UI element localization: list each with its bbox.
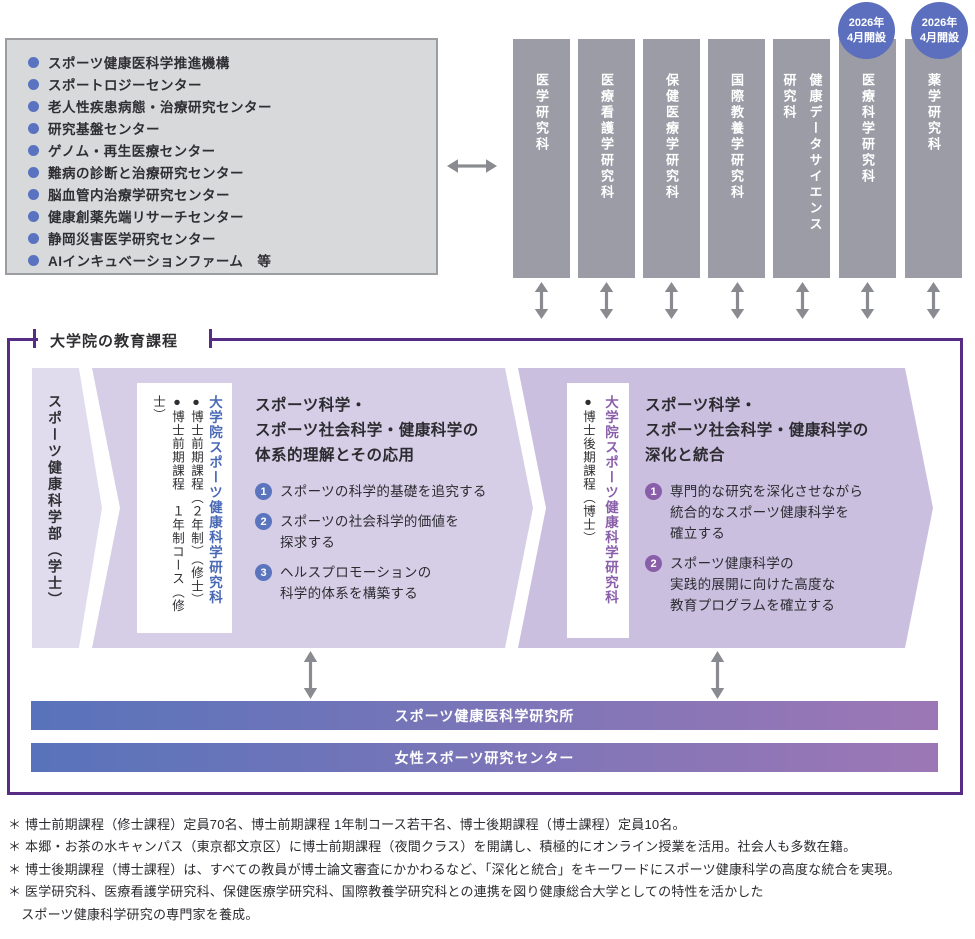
grad-school-label: 薬学研究科 [926, 73, 941, 153]
center-name: スポーツ健康医科学推進機構 [48, 56, 230, 71]
institute-bar: スポーツ健康医科学研究所 [31, 701, 938, 730]
double-arrow-vertical-icon [534, 282, 549, 319]
goal-text: スポーツ健康科学の 実践的展開に向けた高度な 教育プログラムを確立する [670, 556, 836, 613]
grad-school-column: 薬学研究科 [905, 39, 962, 278]
number-badge: 2 [645, 555, 662, 572]
goal-item: 3 ヘルスプロモーションの 科学的体系を構築する [255, 562, 521, 604]
goal-text: ヘルスプロモーションの 科学的体系を構築する [280, 565, 432, 601]
doctoral-program: ●博士後期課程（博士） [581, 395, 595, 545]
grad-school-column: 医学研究科 [513, 39, 570, 278]
bullet-icon [28, 232, 39, 244]
masters-program: ●博士前期課程 １年制コース（修士） [151, 395, 184, 613]
list-item: ゲノム・再生医療センター [28, 139, 436, 161]
goal-text: スポーツの社会科学的価値を 探求する [280, 514, 460, 550]
center-name: 静岡災害医学研究センター [48, 232, 216, 247]
doctoral-description: スポーツ科学・ スポーツ社会科学・健康科学の 深化と統合 1 専門的な研究を深化さ… [645, 393, 921, 625]
double-arrow-vertical-icon [303, 651, 318, 699]
double-arrow-horizontal-icon [447, 157, 497, 175]
double-arrow-vertical-icon [795, 282, 810, 319]
grad-school-label: 健康データサイエンス研究科 [781, 73, 823, 233]
grad-school-label: 医療看護学研究科 [599, 73, 614, 201]
women-sports-center-bar: 女性スポーツ研究センター [31, 743, 938, 772]
center-name: ゲノム・再生医療センター [48, 144, 216, 159]
center-name: 健康創薬先端リサーチセンター [48, 210, 244, 225]
title-tick [33, 329, 36, 348]
graduate-curriculum-frame [7, 338, 963, 795]
grad-school-label: 医学研究科 [534, 73, 549, 153]
goal-text: スポーツの科学的基礎を追究する [280, 484, 487, 499]
doctoral-school-name: 大学院スポーツ健康科学研究科 [603, 395, 618, 605]
number-badge: 1 [645, 483, 662, 500]
masters-school-box: 大学院スポーツ健康科学研究科 ●博士前期課程（２年制）（修士） ●博士前期課程 … [137, 383, 232, 633]
footnote-line: ＊ 博士前期課程（修士課程）定員70名、博士前期課程 1年制コース若干名、博士後… [8, 817, 686, 832]
goal-item: 1 専門的な研究を深化させながら 統合的なスポーツ健康科学を 確立する [645, 481, 921, 544]
grad-school-column: 医療看護学研究科 [578, 39, 635, 278]
footnote-line: ＊ 医学研究科、医療看護学研究科、保健医療学研究科、国際教養学研究科との連携を図… [8, 884, 764, 900]
opening-badge: 2026年 4月開設 [838, 2, 895, 59]
goal-item: 2 スポーツの社会科学的価値を 探求する [255, 511, 521, 553]
opening-badge: 2026年 4月開設 [911, 2, 968, 59]
grad-school-column: 健康データサイエンス研究科 [773, 39, 830, 278]
bullet-icon [28, 210, 39, 222]
bullet-icon [28, 56, 39, 68]
masters-description: スポーツ科学・ スポーツ社会科学・健康科学の 体系的理解とその応用 1 スポーツの… [255, 393, 521, 613]
research-centers-box: スポーツ健康医科学推進機構 スポートロジーセンター 老人性疾患病態・治療研究セン… [5, 38, 438, 275]
bullet-icon [28, 188, 39, 200]
double-arrow-vertical-icon [599, 282, 614, 319]
bullet-icon [28, 254, 39, 266]
undergrad-label: スポーツ健康科学部（学士） [47, 394, 63, 609]
list-item: スポーツ健康医科学推進機構 [28, 51, 436, 73]
goal-item: 2 スポーツ健康科学の 実践的展開に向けた高度な 教育プログラムを確立する [645, 553, 921, 616]
list-item: 健康創薬先端リサーチセンター [28, 205, 436, 227]
footnote-line: ＊ 博士後期課程（博士課程）は、すべての教員が博士論文審査にかかわるなど、「深化… [8, 861, 901, 877]
number-badge: 3 [255, 564, 272, 581]
grad-school-label: 医療科学研究科 [860, 73, 875, 185]
number-badge: 1 [255, 483, 272, 500]
double-arrow-vertical-icon [730, 282, 745, 319]
footnote-line: スポーツ健康科学研究の専門家を養成。 [8, 906, 259, 922]
frame-title: 大学院の教育課程 [50, 333, 179, 350]
masters-heading: スポーツ科学・ スポーツ社会科学・健康科学の 体系的理解とその応用 [255, 397, 479, 464]
bullet-icon [28, 144, 39, 156]
center-name: AIインキュベーションファーム 等 [48, 254, 272, 269]
bullet-icon [28, 166, 39, 178]
list-item: 研究基盤センター [28, 117, 436, 139]
number-badge: 2 [255, 513, 272, 530]
list-item: AIインキュベーションファーム 等 [28, 249, 436, 271]
list-item: 難病の診断と治療研究センター [28, 161, 436, 183]
double-arrow-vertical-icon [926, 282, 941, 319]
double-arrow-vertical-icon [664, 282, 679, 319]
center-name: スポートロジーセンター [48, 78, 202, 93]
doctoral-heading: スポーツ科学・ スポーツ社会科学・健康科学の 深化と統合 [645, 397, 869, 464]
grad-school-column: 国際教養学研究科 [708, 39, 765, 278]
goal-text: 専門的な研究を深化させながら 統合的なスポーツ健康科学を 確立する [670, 484, 864, 541]
masters-school-name: 大学院スポーツ健康科学研究科 [207, 395, 222, 605]
footnotes: ＊ 博士前期課程（修士課程）定員70名、博士前期課程 1年制コース若干名、博士後… [8, 814, 968, 926]
center-name: 脳血管内治療学研究センター [48, 188, 230, 203]
grad-school-column: 医療科学研究科 [839, 39, 896, 278]
doctoral-school-box: 大学院スポーツ健康科学研究科 ●博士後期課程（博士） [567, 383, 629, 638]
masters-goals: 1 スポーツの科学的基礎を追究する 2 スポーツの社会科学的価値を 探求する 3 ヘル… [255, 481, 521, 604]
footnote-line: ＊ 本郷・お茶の水キャンパス（東京都文京区）に博士前期課程（夜間クラス）を開講し… [8, 839, 857, 855]
grad-school-label: 保健医療学研究科 [664, 73, 679, 201]
grad-school-label: 国際教養学研究科 [729, 73, 744, 201]
double-arrow-vertical-icon [860, 282, 875, 319]
double-arrow-vertical-icon [710, 651, 725, 699]
title-tick [209, 329, 212, 348]
frame-title-patch [38, 330, 209, 348]
list-item: スポートロジーセンター [28, 73, 436, 95]
list-item: 静岡災害医学研究センター [28, 227, 436, 249]
list-item: 脳血管内治療学研究センター [28, 183, 436, 205]
goal-item: 1 スポーツの科学的基礎を追究する [255, 481, 521, 502]
bullet-icon [28, 100, 39, 112]
center-name: 研究基盤センター [48, 122, 160, 137]
grad-school-column: 保健医療学研究科 [643, 39, 700, 278]
list-item: 老人性疾患病態・治療研究センター [28, 95, 436, 117]
center-name: 老人性疾患病態・治療研究センター [48, 100, 272, 115]
center-name: 難病の診断と治療研究センター [48, 166, 244, 181]
bullet-icon [28, 122, 39, 134]
doctoral-goals: 1 専門的な研究を深化させながら 統合的なスポーツ健康科学を 確立する 2 スポーツ… [645, 481, 921, 616]
masters-program: ●博士前期課程（２年制）（修士） [189, 395, 203, 607]
bullet-icon [28, 78, 39, 90]
